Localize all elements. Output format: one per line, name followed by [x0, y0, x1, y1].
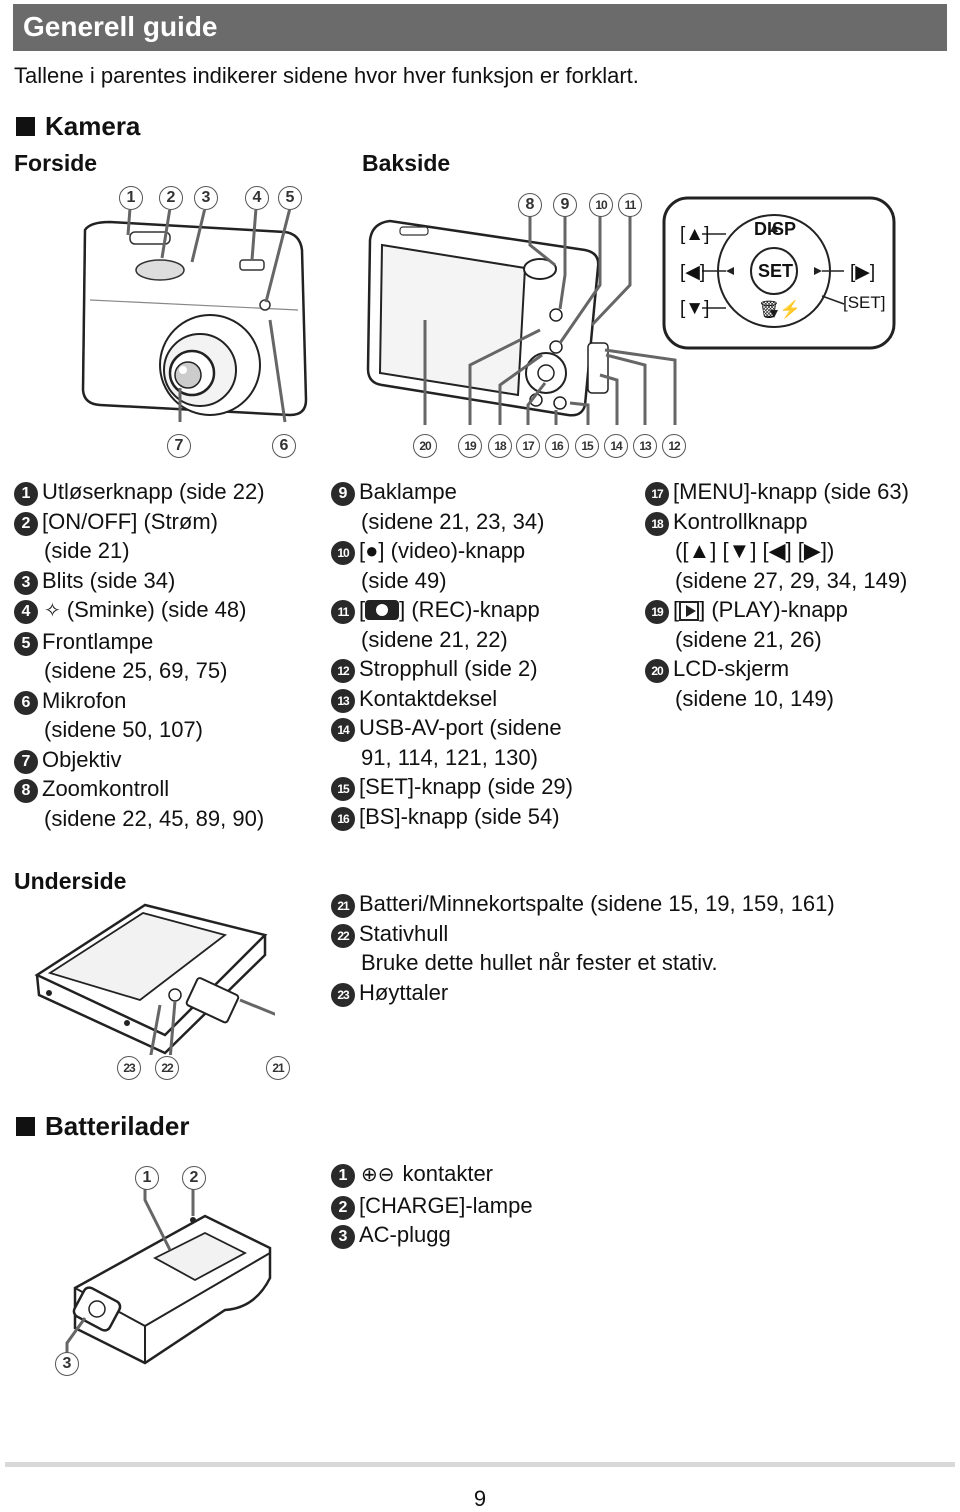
callout-18: 18 — [488, 434, 512, 458]
charger-illustration — [65, 1188, 272, 1365]
callout-2: 2 — [159, 186, 183, 210]
callout-4: 4 — [245, 186, 269, 210]
callout-21: 21 — [266, 1056, 290, 1080]
footer-rule — [5, 1462, 955, 1467]
camera-back-illustration — [366, 205, 677, 425]
square-bullet-icon — [16, 117, 35, 136]
dial-right-label: [▶] — [850, 262, 876, 283]
list-item: 15[SET]-knapp (side 29) — [331, 772, 573, 802]
dial-down-label: [▼] — [680, 298, 710, 319]
list-item: 4✧(Sminke) (side 48) — [14, 595, 265, 627]
callout-3: 3 — [194, 186, 218, 210]
callout-7: 7 — [167, 434, 191, 458]
list-item: 2[CHARGE]-lampe — [331, 1191, 533, 1221]
page-number: 9 — [473, 1486, 487, 1511]
callout-23: 23 — [117, 1056, 141, 1080]
trash-flash-icon: 🗑⚡ — [758, 300, 801, 319]
list-item: 1⊕⊖kontakter — [331, 1159, 533, 1191]
list-item: 2[ON/OFF] (Strøm) — [14, 507, 265, 537]
dial-left-label: [◀] — [680, 262, 706, 283]
dial-set-label: SET — [758, 261, 794, 281]
header-title: Generell guide — [23, 11, 218, 42]
callout-13: 13 — [633, 434, 657, 458]
intro-text: Tallene i parentes indikerer sidene hvor… — [14, 63, 639, 88]
callout-8: 8 — [518, 193, 542, 217]
callout-17: 17 — [516, 434, 540, 458]
charger-callout-3: 3 — [55, 1352, 79, 1376]
callout-22: 22 — [155, 1056, 179, 1080]
dial-set-bracket-label: [SET] — [843, 293, 886, 312]
callout-12: 12 — [662, 434, 686, 458]
makeup-icon: ✧ — [44, 600, 61, 622]
callout-20: 20 — [413, 434, 437, 458]
callout-9: 9 — [553, 193, 577, 217]
charger-callout-2: 2 — [182, 1166, 206, 1190]
callout-14: 14 — [604, 434, 628, 458]
play-icon — [679, 601, 700, 621]
list-item: 17[MENU]-knapp (side 63) — [645, 477, 909, 507]
camera-front-illustration — [81, 210, 308, 423]
camera-bottom-illustration — [34, 903, 275, 1055]
record-dot-icon: ● — [365, 538, 379, 563]
list-item: 11[] (REC)-knapp — [331, 595, 573, 625]
callout-16: 16 — [545, 434, 569, 458]
camera-icon — [365, 600, 400, 620]
front-label: Forside — [14, 150, 98, 176]
dial-disp-label: DISP — [754, 219, 797, 239]
square-bullet-icon — [16, 1117, 35, 1136]
callout-5: 5 — [278, 186, 302, 210]
list-item: 16[BS]-knapp (side 54) — [331, 802, 573, 832]
control-dial-box — [662, 196, 896, 350]
list-item: 19[] (PLAY)-knapp — [645, 595, 909, 625]
camera-section-title: Kamera — [16, 111, 140, 142]
callout-1: 1 — [119, 186, 143, 210]
list-item: 10[●] (video)-knapp — [331, 536, 573, 566]
section-header: Generell guide — [13, 4, 947, 51]
back-label: Bakside — [362, 150, 451, 176]
charger-section-title: Batterilader — [16, 1111, 190, 1142]
dial-up-label: [▲] — [680, 224, 710, 245]
callout-10: 10 — [589, 193, 613, 217]
callout-6: 6 — [272, 434, 296, 458]
callout-19: 19 — [458, 434, 482, 458]
callout-15: 15 — [575, 434, 599, 458]
charger-callout-1: 1 — [135, 1166, 159, 1190]
callout-11: 11 — [618, 193, 642, 217]
plus-minus-icon: ⊕⊖ — [361, 1164, 395, 1186]
bottom-label: Underside — [14, 868, 127, 894]
